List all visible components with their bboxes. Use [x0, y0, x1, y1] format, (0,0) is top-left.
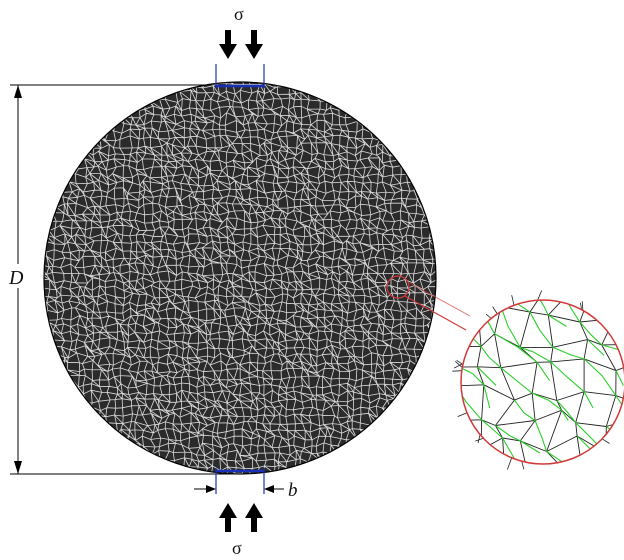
arrow-down-icon — [245, 30, 263, 59]
bottom-load: σ — [219, 503, 263, 558]
width-label: b — [288, 480, 298, 501]
specimen-disc — [43, 81, 437, 475]
dimension-b: b — [194, 480, 298, 501]
zoom-circle — [460, 299, 624, 465]
sigma-bottom-label: σ — [232, 538, 242, 558]
diameter-label: D — [8, 267, 24, 289]
arrow-up-icon — [219, 503, 237, 532]
zoomed-mesh — [461, 300, 624, 464]
top-loading-platen — [215, 64, 265, 88]
arrow-down-icon — [219, 30, 237, 59]
top-load: σ — [219, 4, 263, 59]
dimension-d: D — [4, 84, 240, 475]
arrow-up-icon — [245, 503, 263, 532]
disc-outline — [43, 81, 437, 475]
bottom-loading-platen — [215, 468, 265, 494]
sigma-top-label: σ — [234, 4, 244, 24]
zoom-overflow-edges — [452, 290, 610, 470]
zoom-source-circle — [386, 275, 410, 299]
